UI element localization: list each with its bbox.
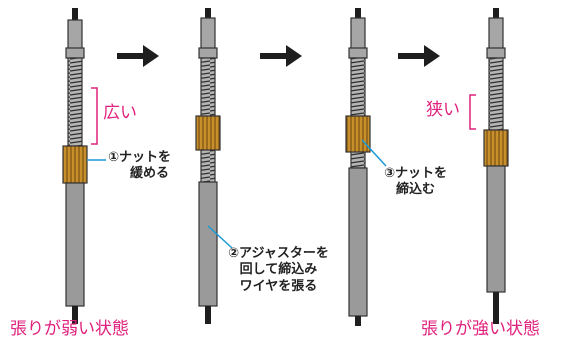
state-label-strong: 張りが強い状態	[421, 319, 540, 339]
step-2-label: ②アジャスターを 回して締込み ワイヤを張る	[228, 246, 329, 295]
cable-bottom	[205, 306, 211, 324]
arrow-shaft	[398, 53, 426, 59]
upper-shaft	[67, 19, 83, 53]
arrow-shaft	[260, 53, 288, 59]
gap-bracket-narrow	[469, 94, 476, 130]
cable-assembly-stage-2	[195, 8, 221, 324]
step-2-number: ②	[228, 246, 240, 261]
adjuster-cap	[198, 47, 218, 59]
step-2-pointer	[207, 225, 233, 249]
cable-assembly-stage-3	[345, 8, 371, 326]
outer-casing	[65, 182, 85, 307]
outer-casing	[348, 167, 368, 317]
step-1-number: ①	[108, 150, 120, 165]
gap-bracket-wide	[91, 87, 98, 145]
arrow-head-icon	[286, 45, 302, 67]
outer-casing	[198, 181, 218, 307]
lock-nut	[62, 145, 88, 184]
step-2-line-3: ワイヤを張る	[239, 278, 318, 294]
step-1-line-1: ナットを	[119, 150, 172, 165]
step-3-pointer	[361, 139, 387, 167]
cable-assembly-stage-1	[62, 8, 88, 324]
upper-shaft	[200, 17, 216, 53]
upper-shaft	[488, 17, 504, 53]
step-3-line-2: 締込む	[396, 182, 436, 198]
lock-nut	[345, 115, 371, 153]
adjuster-cap	[486, 47, 506, 59]
step-2-line-2: 回して締込み	[239, 262, 318, 278]
arrow-head-icon	[424, 45, 440, 67]
threaded-section	[488, 57, 504, 131]
arrow-stage-3-to-4	[398, 45, 440, 67]
adjuster-cap	[65, 47, 85, 59]
gap-label-wide: 広い	[103, 103, 137, 123]
arrow-head-icon	[143, 45, 159, 67]
step-1-line-2: 緩める	[130, 166, 170, 182]
step-3-line-1: ナットを	[395, 166, 448, 181]
cable-bottom	[493, 292, 499, 324]
step-3-label: ③ナットを 締込む	[384, 166, 447, 199]
lock-nut	[195, 115, 221, 151]
gap-label-narrow: 狭い	[426, 100, 460, 120]
lock-nut	[483, 129, 509, 167]
arrow-stage-2-to-3	[260, 45, 302, 67]
arrow-stage-1-to-2	[117, 45, 159, 67]
cable-bottom	[355, 316, 361, 326]
outer-casing	[486, 165, 506, 293]
state-label-weak: 張りが弱い状態	[10, 319, 129, 339]
step-1-label: ①ナットを 緩める	[108, 150, 171, 183]
cable-assembly-stage-4	[483, 8, 509, 324]
cable-bottom	[72, 306, 78, 324]
step-3-number: ③	[384, 166, 396, 181]
upper-shaft	[350, 17, 366, 53]
threaded-section	[67, 57, 83, 147]
arrow-shaft	[117, 53, 145, 59]
step-2-line-1: アジャスターを	[239, 246, 329, 261]
adjuster-cap	[348, 47, 368, 59]
